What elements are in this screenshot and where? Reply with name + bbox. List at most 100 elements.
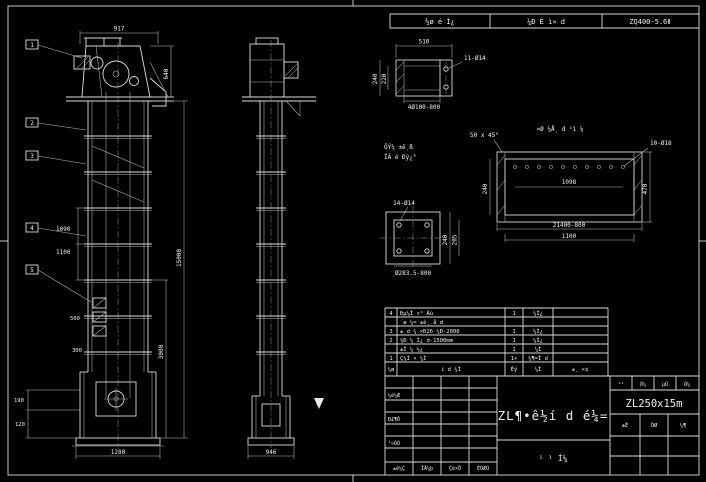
bom-name: ´ø ¼= ±ê¸ å d — [400, 319, 443, 326]
front-view-dimensions: 917 640 15000 3000 1090 1100 500 300 190… — [14, 26, 188, 459]
dim-base-width: 1280 — [111, 449, 126, 456]
dim-boot-section: 3000 — [158, 344, 165, 359]
header-cell-2: ¼Ð È ì» d — [527, 17, 565, 26]
attr-label-3: ¼¶ — [680, 423, 687, 429]
detail-side-plate: 10-Ø18 1098 470 240 21400-800 1100 — [482, 140, 672, 242]
bom-name: ¼Ð ¼ Ì¿ d-1500mm — [400, 337, 454, 344]
bom-row: 3 ± d ¼ ×Ð26 ¼Ð-2000 1 ¼Ì¿ — [389, 328, 543, 335]
dim-channel-inner: 220 — [381, 73, 388, 84]
balloon-2: 2 — [30, 120, 34, 127]
label-square-holes: 14-Ø14 — [393, 200, 415, 207]
dim-plate-inner-span: 1098 — [562, 179, 577, 186]
bom-no: 1 — [389, 356, 392, 362]
title-block: ¼è¼Æ Ð£¶Ô ¹¤ÒÕ ±ê¼Ç ÎÄ¼þ Ç©×Ö ÈÕÆÚ ZL¶•ê… — [384, 375, 699, 475]
sheet-label-1: ¹² — [618, 382, 624, 388]
title-left-label-1: ¼è¼Æ — [388, 392, 400, 399]
bom-qty: 1 — [512, 347, 515, 353]
elevator-casing-front — [84, 42, 152, 446]
bom-name: Ðµ¼Ì ×° Áù — [400, 310, 433, 317]
bom-row: 1 Ç¼Ì × ¼Ì 1× ¼¶=Ì d — [389, 355, 548, 362]
dim-190: 190 — [14, 398, 24, 404]
dim-head-height: 640 — [163, 68, 170, 79]
bom-row: ´ø ¼= ±ê¸ å d — [400, 319, 443, 326]
elevator-head-side — [242, 37, 316, 117]
bom-name: ± d ¼ ×Ð26 ¼Ð-2000 — [400, 329, 460, 335]
bucket-detail — [92, 297, 107, 337]
label-plate-holes: 10-Ø18 — [650, 140, 672, 147]
bom-row: ±Ì ¼ ½¿ 1 ¼Ì — [400, 346, 541, 353]
dim-square-outer: 240 — [442, 234, 449, 245]
bom-header-mat: ¼Ì — [535, 366, 542, 373]
label-channel-bottom: 4Ø100-800 — [408, 104, 441, 111]
note-chamfer: 50 x 45° — [470, 132, 499, 139]
front-view: 1 2 3 4 5 917 640 15000 3000 1090 1100 5… — [14, 26, 188, 459]
dim-spacing-upper: 1090 — [56, 226, 71, 233]
section-cut-mark — [314, 398, 324, 409]
note-plate: ¤Ø ¼Å¸ d ¹ì ¼ — [537, 126, 584, 133]
elevator-boot-side — [247, 395, 295, 446]
callout-balloons: 1 2 3 4 5 — [25, 39, 92, 303]
bom-mat: ¼Ì — [535, 346, 542, 353]
title-bottom-label-1: ±ê¼Ç — [393, 465, 405, 472]
bom-no: 4 — [389, 311, 393, 317]
bom-row: 4 Ðµ¼Ì ×° Áù 1 ¼Ì¿ — [389, 310, 543, 317]
bom-no: 3 — [389, 329, 392, 335]
dim-300: 300 — [72, 348, 82, 354]
header-cell-1: ½ø é Ì¿ — [425, 17, 455, 26]
title-left-label-3: ¹¤ÒÕ — [388, 440, 400, 447]
side-view: 946 — [242, 37, 324, 459]
bom-mat: ¼Ì¿ — [533, 310, 543, 317]
bom-qty: 1 — [512, 329, 515, 335]
bom-no: 2 — [389, 338, 392, 344]
sheet-label-4: Õ¼ — [684, 381, 690, 388]
bom-qty: 1 — [512, 311, 515, 317]
note-line-1: ÖÝ¼ ±ê¸ß — [384, 144, 413, 151]
balloon-4: 4 — [30, 225, 34, 232]
bom-header-name: í d ¼Ì — [441, 366, 461, 373]
dim-plate-inner-width: 1100 — [562, 233, 577, 240]
bom-table: 4 Ðµ¼Ì ×° Áù 1 ¼Ì¿ ´ø ¼= ±ê¸ å d 3 ± d ¼… — [384, 307, 609, 377]
attr-label-2: ÖØ — [651, 422, 658, 429]
bom-mat: ¼Ì¿ — [533, 328, 543, 335]
detail-channel-flange: 510 240 220 11-Ø14 4Ø100-800 — [372, 39, 486, 112]
annotation-notes: 50 x 45° ÖÝ¼ ±ê¸ß ÏÂ é Ðý¿° ¤Ø ¼Å¸ d ¹ì … — [384, 126, 584, 161]
detail-square-flange: 14-Ø14 240 205 Ø283.5-800 — [380, 200, 460, 277]
dim-plate-end: 240 — [482, 183, 489, 194]
elevator-casing-side — [256, 40, 286, 448]
balloon-5: 5 — [30, 267, 34, 274]
title-bottom-label-4: ÈÕÆÚ — [477, 464, 489, 472]
dim-square-inner: 205 — [452, 234, 459, 245]
title-bottom-label-2: ÎÄ¼þ — [421, 465, 433, 472]
balloon-1: 1 — [30, 42, 34, 49]
dim-spacing-lower: 1100 — [56, 249, 71, 256]
title-bottom-label-3: Ç©×Ö — [449, 465, 461, 472]
label-channel-holes: 11-Ø14 — [464, 55, 486, 62]
header-strip: ½ø é Ì¿ ¼Ð È ì» d ZQ400-5.6Ⅱ — [389, 13, 699, 29]
dim-channel-outer: 240 — [372, 73, 379, 84]
header-cell-3: ZQ400-5.6Ⅱ — [629, 18, 670, 26]
dim-plate-height: 470 — [642, 183, 649, 194]
bom-qty: 1 — [512, 338, 515, 344]
dim-total-height: 15000 — [176, 249, 183, 267]
bom-name: Ç¼Ì × ¼Ì — [400, 355, 427, 362]
bom-row: 2 ¼Ð ¼ Ì¿ d-1500mm 1 ¼Ì¿ — [389, 337, 543, 344]
balloon-3: 3 — [30, 153, 34, 160]
dim-500: 500 — [70, 316, 80, 322]
bom-mat: ¼Ì¿ — [533, 337, 543, 344]
bom-mat: ¼¶=Ì d — [528, 355, 548, 362]
dim-plate-overall: 21400-800 — [553, 222, 586, 229]
product-title: ZL¶•ê½í d é¼= — [498, 408, 609, 423]
bom-qty: 1× — [511, 356, 518, 362]
side-view-dimensions: 946 — [247, 446, 295, 459]
dim-top-width: 917 — [114, 26, 125, 33]
elevator-boot-front — [72, 371, 164, 447]
bom-header-no: ¼ø — [388, 367, 395, 373]
dim-120: 120 — [15, 422, 25, 428]
bom-name: ±Ì ¼ ½¿ — [400, 346, 423, 353]
bom-header-note: ±¸ ×¢ — [572, 367, 589, 373]
note-line-2: ÏÂ é Ðý¿° — [384, 154, 417, 161]
drawing-subtitle: ¹ ¹ Í¼ — [539, 452, 568, 463]
